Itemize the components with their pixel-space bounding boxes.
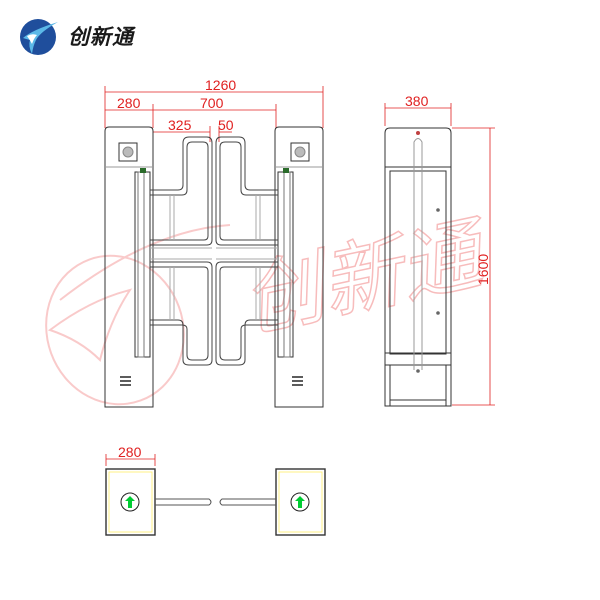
green-up-arrow-icon [120, 492, 140, 512]
watermark-text: 创新通 [235, 206, 498, 349]
dim-top-cabinet-width: 280 [118, 444, 142, 460]
dim-wing-width: 325 [168, 117, 192, 133]
dim-wing-gap: 50 [218, 117, 234, 133]
green-up-arrow-icon [290, 492, 310, 512]
vent-icon [292, 376, 303, 386]
dim-cabinet-width: 280 [117, 95, 141, 111]
dim-passage-width: 700 [200, 95, 224, 111]
vent-icon [120, 376, 131, 386]
dim-height: 1600 [475, 254, 491, 285]
side-view [384, 103, 495, 407]
dim-depth: 380 [405, 93, 429, 109]
front-view [104, 86, 324, 408]
logo-emblem-icon [20, 19, 58, 55]
watermark [45, 224, 231, 406]
brand-logo: 创新通 [18, 16, 134, 56]
brand-name: 创新通 [68, 25, 134, 49]
top-view [105, 454, 326, 536]
dim-overall-width: 1260 [205, 77, 236, 93]
